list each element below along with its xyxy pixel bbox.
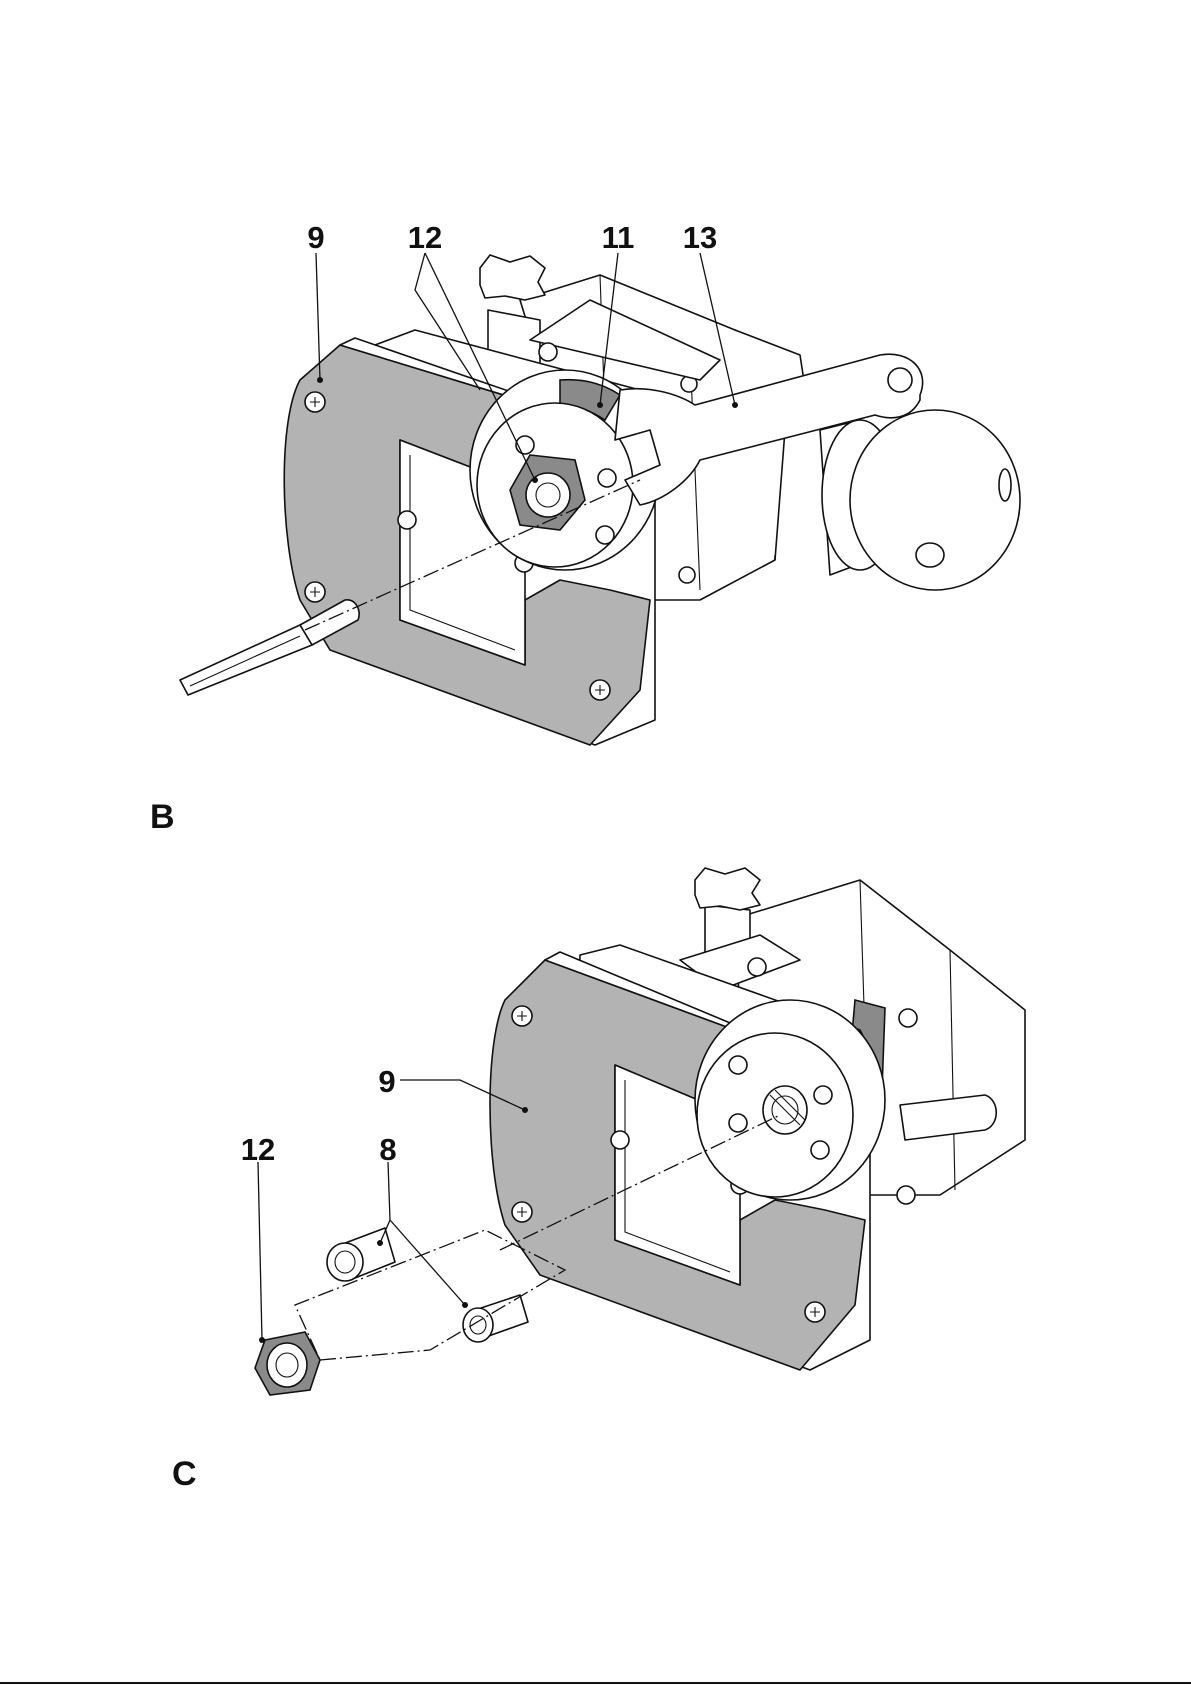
figure-letter: C [172, 1455, 197, 1493]
callout-label: 11 [602, 220, 635, 255]
figure-b: 9 12 11 13 B [150, 220, 1020, 836]
leader-9-b [316, 253, 320, 380]
collet-nut [255, 1332, 320, 1395]
callout-label: 9 [378, 1064, 395, 1099]
figure-letter: B [150, 798, 175, 836]
callout-label: 12 [408, 220, 442, 255]
callout-label: 9 [307, 220, 324, 255]
collar-ring [695, 1000, 885, 1200]
leader-12-c [258, 1162, 262, 1340]
callout-label: 13 [683, 220, 717, 255]
collet-large [327, 1228, 395, 1281]
callout-label: 8 [379, 1132, 396, 1167]
collet-small [463, 1295, 528, 1342]
figure-c: 9 12 8 C [172, 868, 1025, 1493]
handle-knob [820, 410, 1020, 590]
callout-label: 12 [241, 1132, 275, 1167]
